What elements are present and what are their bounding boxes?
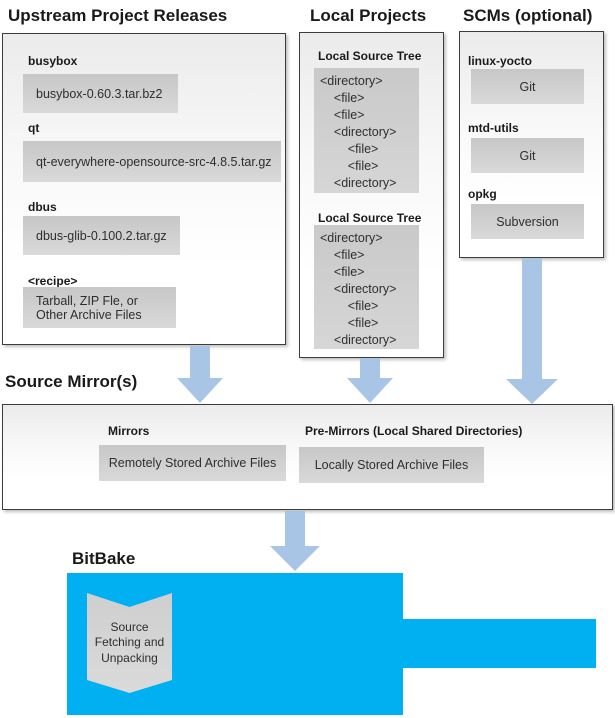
tree-line: <directory> bbox=[320, 176, 397, 190]
tree-line: <file> bbox=[320, 316, 379, 330]
premirrors-label: Pre-Mirrors (Local Shared Directories) bbox=[305, 424, 523, 438]
local-source-tree-label: Local Source Tree bbox=[318, 211, 422, 225]
archive-files-line: Other Archive Files bbox=[36, 307, 142, 322]
mirrors-label: Mirrors bbox=[108, 424, 150, 438]
bitbake-box: Source Fetching and Unpacking bbox=[67, 573, 403, 715]
scm-recipe-label: mtd-utils bbox=[468, 121, 519, 135]
bitbake-title: BitBake bbox=[72, 549, 136, 568]
task-line: Fetching and bbox=[94, 635, 165, 650]
tree-line: <file> bbox=[320, 159, 379, 173]
scm-type-box: Git bbox=[471, 138, 584, 173]
scm-type-text: Git bbox=[519, 148, 536, 163]
tarball-box: qt-everywhere-opensource-src-4.8.5.tar.g… bbox=[23, 141, 281, 182]
premirrors-box: Locally Stored Archive Files bbox=[299, 447, 484, 483]
tree-line: <file> bbox=[320, 142, 379, 156]
premirrors-text: Locally Stored Archive Files bbox=[314, 458, 469, 472]
tarball-text: qt-everywhere-opensource-src-4.8.5.tar.g… bbox=[36, 154, 272, 169]
source-fetching-chevron: Source Fetching and Unpacking bbox=[87, 593, 172, 693]
scm-type-text: Subversion bbox=[496, 214, 559, 229]
source-tree-box: <directory> <file> <file> <directory> <f… bbox=[314, 225, 419, 349]
mirrors-text: Remotely Stored Archive Files bbox=[108, 456, 277, 470]
upstream-panel: busybox busybox-0.60.3.tar.bz2 qt qt-eve… bbox=[2, 33, 286, 345]
scm-type-text: Git bbox=[519, 79, 536, 94]
scm-recipe-label: linux-yocto bbox=[468, 54, 533, 68]
down-arrow-local bbox=[347, 358, 393, 403]
mirrors-box: Remotely Stored Archive Files bbox=[99, 445, 286, 481]
tree-line: <file> bbox=[320, 248, 365, 262]
down-arrow-upstream bbox=[177, 346, 223, 403]
tree-line: <file> bbox=[320, 108, 365, 122]
scm-type-box: Subversion bbox=[471, 204, 584, 239]
scm-recipe-label: opkg bbox=[468, 187, 497, 201]
scms-panel: linux-yocto Git mtd-utils Git opkg Subve… bbox=[459, 31, 604, 258]
tarball-box: dbus-glib-0.100.2.tar.gz bbox=[23, 216, 180, 255]
scm-type-box: Git bbox=[471, 69, 584, 104]
upstream-title: Upstream Project Releases bbox=[8, 6, 228, 25]
tree-line: <file> bbox=[320, 299, 379, 313]
scms-title: SCMs (optional) bbox=[463, 6, 593, 25]
local-source-tree-label: Local Source Tree bbox=[318, 49, 422, 63]
tarball-box: busybox-0.60.3.tar.bz2 bbox=[23, 74, 178, 113]
recipe-name-label: busybox bbox=[28, 54, 78, 68]
tree-line: <file> bbox=[320, 265, 365, 279]
tarball-text: busybox-0.60.3.tar.bz2 bbox=[36, 86, 163, 101]
recipe-name-label: dbus bbox=[28, 200, 57, 214]
tarball-text: dbus-glib-0.100.2.tar.gz bbox=[36, 228, 167, 243]
local-projects-panel: Local Source Tree <directory> <file> <fi… bbox=[299, 32, 444, 358]
tree-line: <directory> bbox=[320, 231, 383, 245]
archive-files-box: Tarball, ZIP Fle, or Other Archive Files bbox=[23, 287, 176, 328]
bitbake-flow-bar bbox=[403, 619, 596, 668]
down-arrow-mirror-to-bitbake bbox=[270, 511, 320, 571]
source-mirrors-title: Source Mirror(s) bbox=[5, 372, 138, 391]
task-line: Source bbox=[110, 619, 149, 634]
source-tree-box: <directory> <file> <file> <directory> <f… bbox=[314, 68, 419, 193]
tree-line: <file> bbox=[320, 91, 365, 105]
tree-line: <directory> bbox=[320, 125, 397, 139]
task-line: Unpacking bbox=[101, 650, 158, 665]
down-arrow-scm bbox=[506, 258, 558, 404]
source-mirrors-panel: Mirrors Remotely Stored Archive Files Pr… bbox=[2, 404, 613, 510]
archive-files-line: Tarball, ZIP Fle, or bbox=[36, 293, 138, 308]
tree-line: <directory> bbox=[320, 282, 397, 296]
recipe-name-label: qt bbox=[28, 121, 40, 135]
recipe-name-label: <recipe> bbox=[28, 274, 78, 288]
tree-line: <directory> bbox=[320, 74, 383, 88]
tree-line: <directory> bbox=[320, 333, 397, 347]
local-projects-title: Local Projects bbox=[310, 6, 427, 25]
